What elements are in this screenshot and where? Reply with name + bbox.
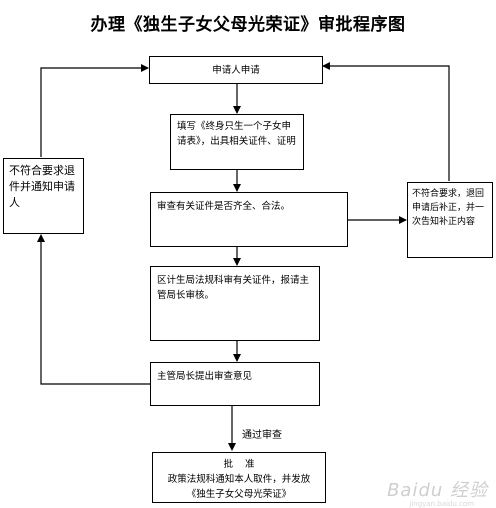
node-reject-right-text: 不符合要求，退回申请后补正，并一次告知补正内容 [412,189,485,227]
node-director-opinion-text: 主管局长提出审查意见 [157,371,253,382]
node-fill-form: 填写《终身只生一个子女申请表》，出具相关证件、证明 [170,114,304,170]
node-reject-right: 不符合要求，退回申请后补正，并一次告知补正内容 [407,182,493,258]
edge-label-pass-review: 通过审查 [242,430,282,441]
node-director-opinion: 主管局长提出审查意见 [150,362,320,406]
arrow-reject-left-to-apply [40,64,149,157]
node-approve-title: 批 准 [223,459,255,470]
watermark-url: jingyan.baidu.com [409,500,474,508]
watermark-logo: Baidu 经验 [387,480,488,501]
node-district-review: 区计生局法规科审有关证件，报请主管局长审核。 [150,266,320,341]
arrow-director-to-reject-left [37,234,150,385]
arrow-reject-right-to-apply [322,62,450,181]
node-check-docs: 审查有关证件是否齐全、合法。 [150,192,348,247]
node-reject-left: 不符合要求退件并通知申请人 [3,158,84,234]
node-approve-line2: 《独生子女父母光荣证》 [186,489,292,500]
node-approve: 批 准 政策法规科通知本人取件，并发放 《独生子女父母光荣证》 [152,452,326,503]
node-check-docs-text: 审查有关证件是否齐全、合法。 [157,201,291,212]
node-fill-form-text: 填写《终身只生一个子女申请表》，出具相关证件、证明 [177,121,296,147]
node-district-review-text: 区计生局法规科审有关证件，报请主管局长审核。 [157,275,310,301]
node-apply: 申请人申请 [149,56,323,84]
diagram-title: 办理《独生子女父母光荣证》审批程序图 [90,15,406,35]
node-reject-left-text: 不符合要求退件并通知申请人 [9,164,75,209]
node-approve-line1: 政策法规科通知本人取件，并发放 [167,474,311,485]
node-apply-text: 申请人申请 [212,64,260,76]
